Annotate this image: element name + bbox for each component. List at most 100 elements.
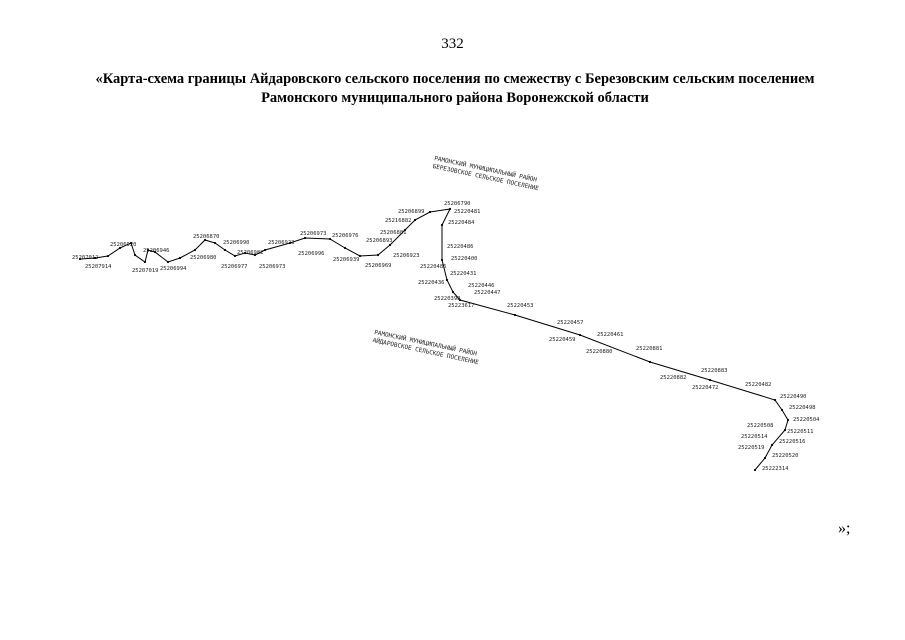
point-label: 25206899 bbox=[398, 209, 425, 215]
point-label: 25220400 bbox=[451, 256, 478, 262]
boundary-point bbox=[708, 378, 712, 382]
boundary-point bbox=[440, 258, 444, 262]
boundary-point bbox=[578, 333, 582, 337]
point-label: 25220398 bbox=[434, 296, 461, 302]
boundary-point bbox=[118, 246, 122, 250]
point-label: 25220882 bbox=[660, 375, 687, 381]
point-label: 25206920 bbox=[110, 242, 137, 248]
point-label: 25220490 bbox=[780, 394, 807, 400]
point-label: 25206973 bbox=[300, 231, 327, 237]
boundary-point bbox=[129, 241, 133, 245]
point-label: 25220880 bbox=[586, 349, 613, 355]
boundary-point bbox=[263, 248, 267, 252]
boundary-point bbox=[358, 254, 362, 258]
point-labels: 25207012 25207914 25206920 25207019 25206946… bbox=[72, 201, 820, 472]
point-label: 25220486 bbox=[420, 264, 447, 270]
boundary-point bbox=[448, 207, 452, 211]
boundary-markers bbox=[78, 207, 790, 472]
point-label: 25206990 bbox=[223, 240, 250, 246]
point-label: 25220881 bbox=[636, 346, 663, 352]
point-label: 25207012 bbox=[72, 255, 99, 261]
point-label: 25220504 bbox=[793, 417, 820, 423]
point-label: 25220453 bbox=[507, 303, 534, 309]
boundary-point bbox=[376, 253, 380, 257]
region-label-north: РАМОНСКИЙ МУНИЦИПАЛЬНЫЙ РАЙОН БЕРЕЗОВСКО… bbox=[432, 155, 540, 192]
boundary-point bbox=[328, 237, 332, 241]
point-label: 25206946 bbox=[143, 248, 170, 254]
boundary-point bbox=[428, 210, 432, 214]
point-label: 25206893 bbox=[366, 238, 393, 244]
boundary-point bbox=[233, 254, 237, 258]
boundary-point bbox=[513, 313, 517, 317]
point-label: 25206881 bbox=[380, 230, 407, 236]
point-label: 25207019 bbox=[132, 268, 159, 274]
point-label: 25206790 bbox=[444, 201, 471, 207]
point-label: 25206870 bbox=[193, 234, 220, 240]
boundary-point bbox=[223, 248, 227, 252]
point-label: 25220472 bbox=[692, 385, 719, 391]
point-label: 25206923 bbox=[393, 253, 420, 259]
point-label: 25220482 bbox=[745, 382, 772, 388]
boundary-point bbox=[458, 298, 462, 302]
page-number: 332 bbox=[441, 36, 464, 52]
point-label: 25206980 bbox=[190, 255, 217, 261]
boundary-point bbox=[93, 256, 97, 260]
point-label: 25206994 bbox=[160, 266, 187, 272]
point-label: 25220459 bbox=[549, 337, 576, 343]
point-label: 25220447 bbox=[474, 290, 501, 296]
title-line-1: «Карта-схема границы Айдаровского сельск… bbox=[95, 71, 815, 87]
point-label: 25206977 bbox=[221, 264, 248, 270]
boundary-point bbox=[213, 241, 217, 245]
boundary-point bbox=[413, 218, 417, 222]
boundary-point bbox=[133, 253, 137, 257]
point-label: 25220514 bbox=[741, 434, 768, 440]
boundary-point bbox=[153, 250, 157, 254]
point-label: 25207914 bbox=[85, 264, 112, 270]
point-label: 25220511 bbox=[787, 429, 814, 435]
point-label: 25206939 bbox=[333, 257, 360, 263]
boundary-point bbox=[780, 408, 784, 412]
boundary-point bbox=[388, 243, 392, 247]
point-label: 25220446 bbox=[468, 283, 495, 289]
boundary-point bbox=[178, 256, 182, 260]
point-label: 25222314 bbox=[762, 466, 789, 472]
boundary-line bbox=[79, 208, 789, 471]
boundary-point bbox=[648, 360, 652, 364]
point-label: 25206969 bbox=[365, 263, 392, 269]
boundary-point bbox=[106, 254, 110, 258]
boundary-point bbox=[440, 223, 444, 227]
point-label: 25220519 bbox=[738, 445, 765, 451]
point-label: 25223617 bbox=[448, 303, 475, 309]
boundary-point bbox=[143, 260, 147, 264]
point-label: 25220436 bbox=[418, 280, 445, 286]
point-label: 25220498 bbox=[789, 405, 816, 411]
boundary-point bbox=[243, 251, 247, 255]
point-label: 25220481 bbox=[454, 209, 481, 215]
point-label: 25220461 bbox=[597, 332, 624, 338]
boundary-point bbox=[451, 290, 455, 294]
point-label: 25220883 bbox=[701, 368, 728, 374]
boundary-point bbox=[78, 257, 82, 261]
closing-quote: »; bbox=[838, 520, 851, 537]
boundary-point bbox=[445, 278, 449, 282]
point-label: 25220431 bbox=[450, 271, 477, 277]
point-label: 25220486 bbox=[447, 244, 474, 250]
boundary-point bbox=[753, 468, 757, 472]
point-label: 25216882 bbox=[385, 218, 412, 224]
boundary-point bbox=[146, 248, 150, 252]
boundary-point bbox=[303, 236, 307, 240]
boundary-point bbox=[403, 228, 407, 232]
point-label: 25220484 bbox=[448, 220, 475, 226]
point-label: 25220520 bbox=[772, 453, 799, 459]
boundary-point bbox=[343, 246, 347, 250]
point-label: 25206996 bbox=[298, 251, 325, 257]
page-title: «Карта-схема границы Айдаровского сельск… bbox=[40, 70, 870, 108]
boundary-point bbox=[253, 253, 257, 257]
region-label-south: РАМОНСКИЙ МУНИЦИПАЛЬНЫЙ РАЙОН АЙДАРОВСКО… bbox=[372, 329, 480, 366]
boundary-point bbox=[203, 238, 207, 242]
boundary-point bbox=[783, 428, 787, 432]
boundary-point bbox=[193, 248, 197, 252]
point-label: 25206982 bbox=[237, 250, 264, 256]
point-label: 25220508 bbox=[747, 423, 774, 429]
